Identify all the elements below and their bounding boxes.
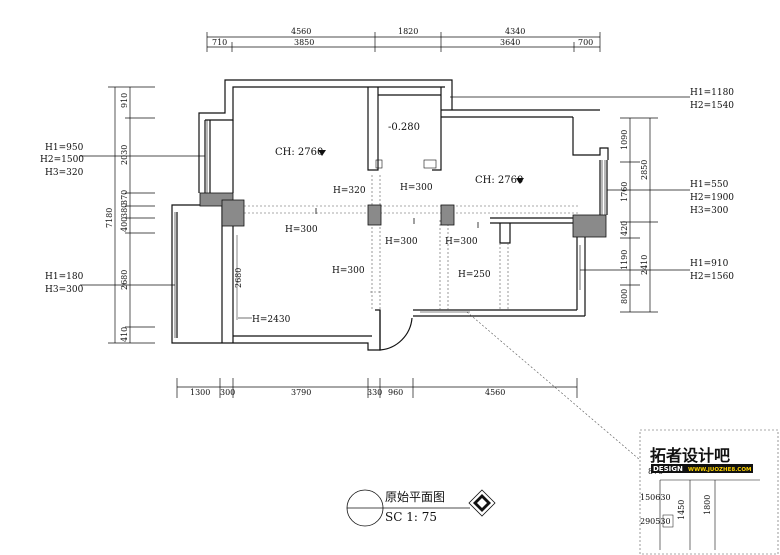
- inset-dim-1450: 1450: [677, 500, 686, 520]
- dim-top-1820: 1820: [398, 27, 418, 36]
- dim-right-800: 800: [620, 289, 629, 304]
- dim-right-1190: 1190: [620, 250, 629, 270]
- dim-right-1090: 1090: [620, 130, 629, 150]
- dim-right-2410: 2410: [640, 255, 649, 275]
- watermark-site: WWW.JUOZHE8.COM: [688, 467, 751, 473]
- dim-top-3640: 3640: [500, 38, 520, 47]
- columns: [199, 192, 607, 238]
- windows: [174, 120, 606, 338]
- note-right-window-2-h2: H2=1900: [690, 193, 734, 203]
- note-left-window-2-h1: H1=180: [45, 272, 84, 282]
- note-right-window-2-h1: H1=550: [690, 180, 729, 190]
- beam-h300-d: H=300: [445, 237, 478, 247]
- dim-bottom-3790: 3790: [291, 388, 311, 397]
- note-left-window-1-h2: H2=1500: [40, 155, 84, 165]
- beam-h300-c: H=300: [385, 237, 418, 247]
- north-compass-icon: [468, 489, 496, 517]
- dim-right-420: 420: [620, 221, 629, 236]
- dim-left-910: 910: [120, 93, 129, 108]
- level-mark-bathroom: -0.280: [388, 122, 420, 133]
- dim-bottom-1300: 1300: [190, 388, 210, 397]
- note-left-window-1-h3: H3=320: [45, 168, 84, 178]
- beam-h2430: H=2430: [252, 315, 291, 325]
- dim-bottom-300: 300: [220, 388, 235, 397]
- right-dimension-lines: [620, 117, 658, 313]
- dim-left-7180: 7180: [105, 208, 114, 228]
- dim-top-4340: 4340: [505, 27, 525, 36]
- dim-right-2850: 2850: [640, 160, 649, 180]
- ceiling-height-left: CH: 2760: [275, 147, 323, 158]
- dim-top-710: 710: [212, 38, 227, 47]
- watermark-brand: 拓者设计吧: [650, 446, 730, 465]
- level-triangle-left: [318, 150, 326, 156]
- walls: [171, 79, 609, 351]
- level-triangle-right: [516, 178, 524, 184]
- tick-marks: [315, 208, 479, 228]
- note-left-window-1-h1: H1=950: [45, 143, 84, 153]
- dim-left-2680: 2680: [120, 270, 129, 290]
- note-right-window-2-h3: H3=300: [690, 206, 729, 216]
- dim-left-2030: 2030: [120, 145, 129, 165]
- beam-h300-a: H=300: [400, 183, 433, 193]
- beam-h250: H=250: [458, 270, 491, 280]
- watermark-tagline: DESIGN: [653, 465, 683, 473]
- ceiling-height-right: CH: 2760: [475, 175, 523, 186]
- watermark-logo: 拓者设计吧 DESIGN WWW.JUOZHE8.COM: [650, 446, 753, 473]
- inset-dim-1800: 1800: [703, 495, 712, 515]
- dim-top-700: 700: [578, 38, 593, 47]
- dim-left-400: 400: [120, 217, 129, 232]
- dim-bottom-330: 330: [367, 388, 382, 397]
- dim-left-410: 410: [120, 327, 129, 342]
- beam-h320: H=320: [333, 186, 366, 196]
- dim-left-370: 370: [120, 190, 129, 205]
- inset-frame: [639, 429, 779, 555]
- bottom-dimension-lines: [176, 378, 578, 398]
- note-right-window-3-h2: H2=1560: [690, 272, 734, 282]
- drawing-scale: SC 1: 75: [385, 510, 437, 524]
- top-dimension-lines: [206, 32, 601, 52]
- dim-bottom-4560: 4560: [485, 388, 505, 397]
- inset-dim-150630: 150630: [640, 493, 671, 502]
- dim-inner-2680: 2680: [234, 268, 243, 288]
- dim-right-1760: 1760: [620, 182, 629, 202]
- bathroom-fixtures: [375, 159, 437, 169]
- note-right-window-1-h2: H2=1540: [690, 101, 734, 111]
- dim-top-4560: 4560: [291, 27, 311, 36]
- dim-left-380: 380: [120, 203, 129, 218]
- beam-h300-e: H=300: [332, 266, 365, 276]
- note-right-window-1-h1: H1=1180: [690, 88, 734, 98]
- dim-top-3850: 3850: [294, 38, 314, 47]
- drawing-title: 原始平面图: [385, 490, 445, 504]
- left-dimension-lines: [108, 86, 155, 344]
- beam-h300-b: H=300: [285, 225, 318, 235]
- dim-bottom-960: 960: [388, 388, 403, 397]
- beam-lines: [240, 175, 641, 461]
- note-right-window-3-h1: H1=910: [690, 259, 729, 269]
- inset-dim-290530: 290530: [640, 517, 671, 526]
- note-left-window-2-h3: H3=300: [45, 285, 84, 295]
